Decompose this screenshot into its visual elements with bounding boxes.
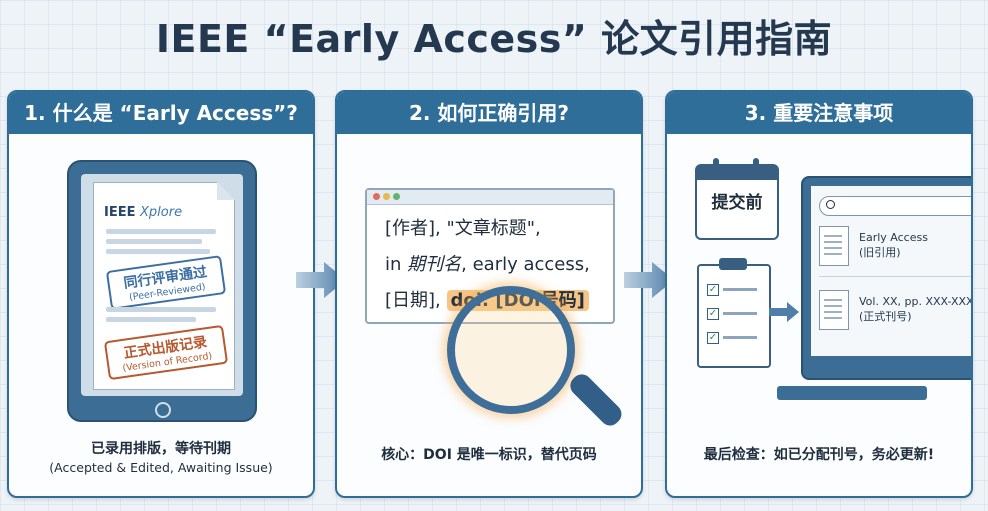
panel-caption-sub: (Accepted & Edited, Awaiting Issue): [49, 460, 273, 475]
document-icon: [819, 290, 849, 330]
clipboard-icon: ✓ ✓ ✓: [697, 258, 771, 368]
document-icon: IEEE Xplore 同行评审通过 (Peer-Reviewed) 正式出版记…: [93, 182, 235, 390]
monitor-icon: Early Access(旧引用) Vol. XX, pp. XXX-XXX(正…: [801, 176, 971, 380]
page-title: IEEE “Early Access” 论文引用指南: [155, 17, 833, 61]
panel-caption: 最后检查：如已分配刊号，务必更新!: [703, 447, 935, 463]
panel-heading: 1. 什么是 “Early Access”?: [9, 92, 313, 134]
tablet-icon: IEEE Xplore 同行评审通过 (Peer-Reviewed) 正式出版记…: [67, 160, 257, 422]
ieee-xplore-logo: IEEE Xplore: [104, 205, 183, 220]
panel-caption: 已录用排版，等待刊期: [91, 441, 231, 457]
panel-how-to-cite: 2. 如何正确引用? [作者], "文章标题", in 期刊名, early a…: [335, 90, 643, 498]
citation-line-1: [作者], "文章标题",: [385, 218, 541, 239]
panel-notes: 3. 重要注意事项 提交前 ✓ ✓ ✓ Early Access(旧引用) Vo…: [665, 90, 973, 498]
calendar-label: 提交前: [711, 193, 763, 213]
panel-early-access: 1. 什么是 “Early Access”? IEEE Xplore 同行评审通…: [7, 90, 315, 498]
search-icon: [826, 200, 835, 209]
arrow-right-icon: [624, 262, 674, 298]
calendar-icon: 提交前: [695, 158, 779, 240]
peer-reviewed-stamp: 同行评审通过 (Peer-Reviewed): [105, 255, 227, 310]
arrow-right-icon: [769, 302, 799, 322]
magnifier-icon: [447, 286, 575, 414]
panel-heading: 2. 如何正确引用?: [337, 92, 641, 134]
version-of-record-stamp: 正式出版记录 (Version of Record): [103, 324, 229, 381]
panel-caption: 核心：DOI 是唯一标识，替代页码: [381, 447, 597, 463]
arrow-right-icon: [296, 262, 346, 298]
citation-line-2: in 期刊名, early access,: [385, 254, 590, 275]
citation-window: [作者], "文章标题", in 期刊名, early access, [日期]…: [365, 188, 615, 324]
document-icon: [819, 226, 849, 266]
panel-heading: 3. 重要注意事项: [667, 92, 971, 134]
search-input: [819, 196, 971, 216]
